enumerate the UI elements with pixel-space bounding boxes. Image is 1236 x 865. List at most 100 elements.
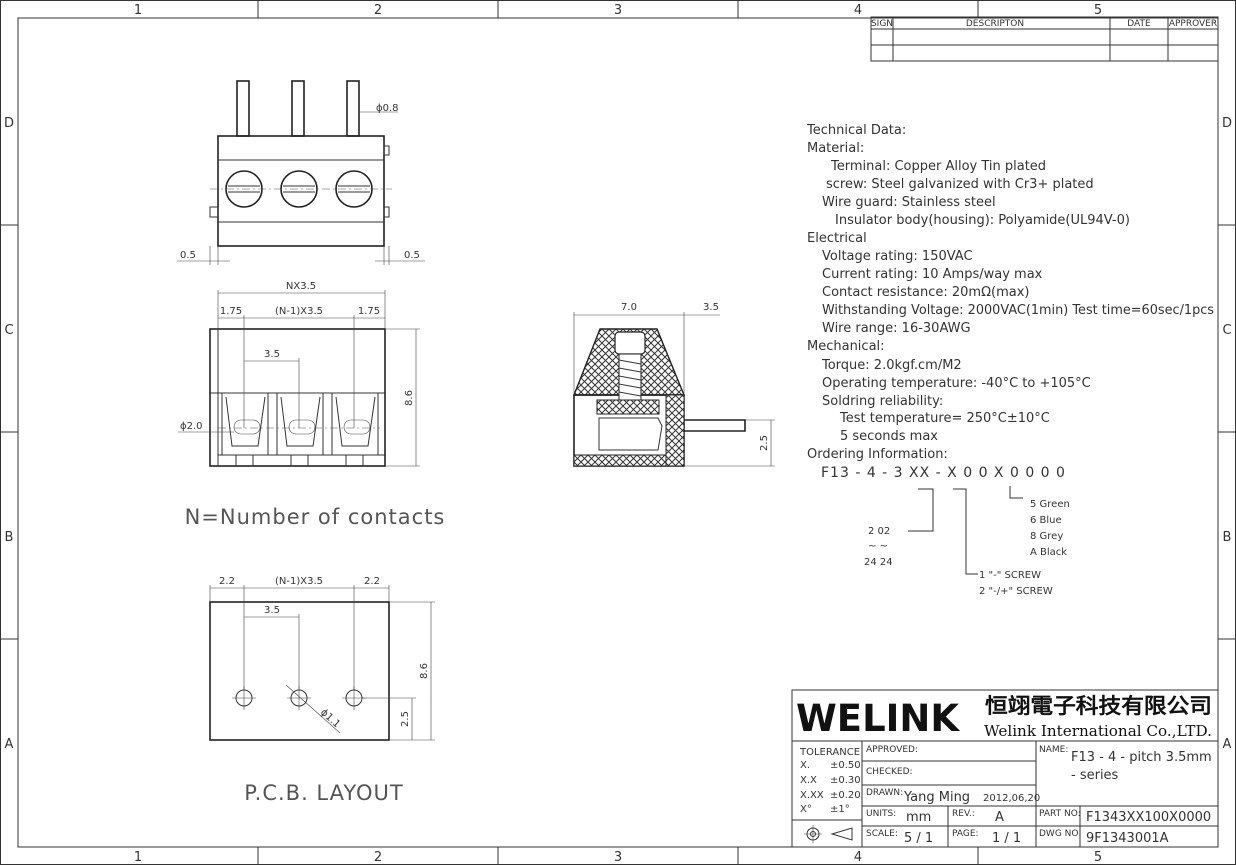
tech-line-3: screw: Steel galvanized with Cr3+ plated [826,177,1094,192]
tolerance-k-0: X. [800,760,810,771]
col-label-5: 5 [1094,3,1102,18]
tech-line-17: 5 seconds max [840,429,938,444]
tech-line-16: Test temperature= 250°C±10°C [839,411,1050,426]
dwg-no-value: 9F1343001A [1086,831,1169,846]
revision-table: SIGN DESCRIPTON DATE APPROVER [870,16,1219,62]
dim-pcb-edge-left: 2.2 [219,576,235,587]
tolerance-v-1: ±0.30 [830,775,861,786]
pcb-layout-view: 2.2 (N-1)X3.5 2.2 3.5 8.6 2.5 ϕ1.1 [209,576,435,741]
tech-line-13: Torque: 2.0kgf.cm/M2 [821,358,962,373]
tech-line-18: Ordering Information: [807,447,948,462]
pcb-layout-caption: P.C.B. LAYOUT [244,781,404,805]
tech-line-4: Wire guard: Stainless steel [822,195,996,210]
screw-legend-1: 2 "-/+" SCREW [979,586,1053,597]
tech-line-1: Material: [807,141,864,156]
row-label-b-right: B [1223,530,1232,545]
row-label-d-right: D [1222,116,1232,131]
ordering-code: F13 - 4 - 3 XX - X 0 0 X 0 0 0 0 [821,465,1066,481]
dim-pin-dia: ϕ0.8 [376,103,399,114]
tech-line-5: Insulator body(housing): Polyamide(UL94V… [835,213,1130,228]
contacts-note: N=Number of contacts [185,505,446,529]
row-label-b: B [5,530,14,545]
rev-header-description: DESCRIPTON [966,19,1024,29]
units-value: mm [906,810,931,825]
tolerance-k-2: X.XX [800,790,824,801]
tolerance-k-1: X.X [800,775,817,786]
ordering-legend: 2 02 ~ ~ 24 24 1 "-" SCREW 2 "-/+" SCREW… [864,486,1070,597]
dim-pitch-multi: (N-1)X3.5 [275,306,323,317]
name-label: NAME: [1039,745,1068,755]
tech-line-8: Current rating: 10 Amps/way max [822,267,1043,282]
tech-line-2: Terminal: Copper Alloy Tin plated [830,159,1046,174]
tech-line-0: Technical Data: [806,123,906,138]
tech-line-14: Operating temperature: -40°C to +105°C [822,376,1091,391]
rev-header-date: DATE [1127,19,1151,29]
dim-edge-left: 1.75 [220,306,242,317]
drawn-date: 2012,06,20 [983,793,1040,804]
title-block: WELINK 恒翊電子科技有限公司 Welink International C… [791,689,1219,848]
col-label-4: 4 [854,3,862,18]
tolerance-v-2: ±0.20 [830,790,861,801]
tech-line-6: Electrical [807,231,867,246]
tech-line-12: Mechanical: [807,339,885,354]
color-legend-0: 5 Green [1030,499,1070,510]
tolerance-v-3: ±1° [830,804,850,815]
dim-pcb-hole: ϕ1.1 [318,707,342,730]
tech-line-7: Voltage rating: 150VAC [822,249,973,264]
dim-pcb-edge-right: 2.2 [364,576,380,587]
name-line-2: - series [1071,768,1119,783]
col-label-4-bottom: 4 [854,850,862,865]
contacts-legend-1: ~ ~ [868,541,888,552]
technical-data: Technical Data: Material: Terminal: Copp… [806,123,1214,481]
drawn-by: Yang Ming [903,790,970,805]
dim-pcb-offset: 2.5 [400,711,411,727]
dwg-no-label: DWG NO: [1039,829,1081,839]
dim-hole-dia: ϕ2.0 [180,421,203,432]
page-label: PAGE: [952,829,979,839]
row-label-c: C [4,323,13,338]
row-label-a: A [5,737,14,752]
dim-pcb-pitch: 3.5 [264,605,280,616]
color-legend-1: 6 Blue [1030,515,1062,526]
color-legend-2: 8 Grey [1030,531,1063,542]
tolerance-label: TOLERANCE [799,747,860,758]
col-label-3-bottom: 3 [614,850,622,865]
dim-side-left: 0.5 [180,250,196,261]
col-label-2: 2 [374,3,382,18]
scale-value: 5 / 1 [904,831,933,846]
tech-line-15: Soldring reliability: [822,394,943,409]
front-view: ϕ0.8 0.5 0.5 [177,80,425,265]
dim-total-width: NX3.5 [286,281,316,292]
name-line-1: F13 - 4 - pitch 3.5mm [1071,750,1212,765]
rev-label: REV.: [952,809,975,819]
color-legend-3: A Black [1030,547,1067,558]
side-section-view: 7.0 3.5 2.5 [572,302,775,467]
scale-label: SCALE: [866,829,898,839]
company-name-cn: 恒翊電子科技有限公司 [985,693,1212,718]
contacts-legend-2: 24 24 [864,557,893,568]
contacts-legend-0: 2 02 [868,526,890,537]
col-label-2-bottom: 2 [374,850,382,865]
col-label-3: 3 [614,3,622,18]
dim-side-depth: 7.0 [621,302,637,313]
rev-header-sign: SIGN [871,19,893,29]
col-label-5-bottom: 5 [1094,850,1102,865]
row-label-d: D [4,116,14,131]
approved-label: APPROVED: [866,745,918,755]
dim-side-pin: 3.5 [703,302,719,313]
top-view: NX3.5 1.75 (N-1)X3.5 1.75 3.5 8.6 ϕ2.0 [178,281,420,467]
tolerance-v-0: ±0.50 [830,760,861,771]
dim-side-right: 0.5 [404,250,420,261]
dim-height: 8.6 [404,390,415,406]
dim-pcb-height: 8.6 [419,663,430,679]
checked-label: CHECKED: [866,767,913,777]
tolerance-k-3: X° [800,804,812,815]
dim-edge-right: 1.75 [358,306,380,317]
row-label-c-right: C [1222,323,1231,338]
rev-header-approver: APPROVER [1169,19,1217,29]
drawn-label: DRAWN: [866,788,903,798]
part-no-label: PART NO: [1039,809,1081,819]
row-label-a-right: A [1223,737,1232,752]
projection-symbol-icon [804,825,853,843]
